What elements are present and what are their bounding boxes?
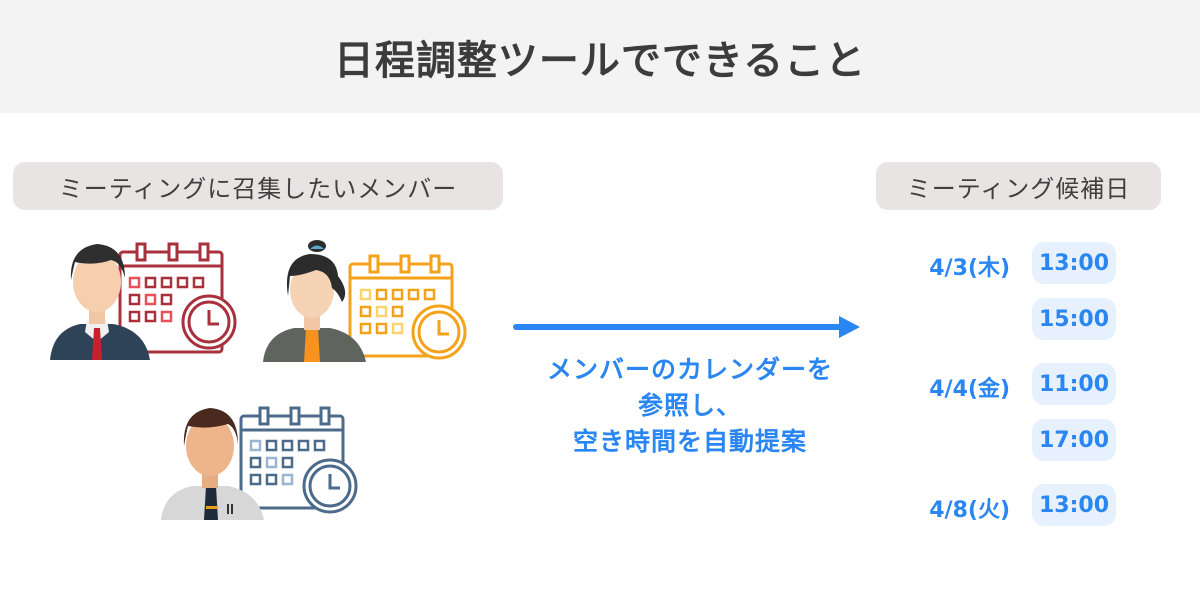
candidate-date: 4/4(金) xyxy=(929,377,1010,402)
time-slot-chip[interactable]: 13:00 xyxy=(1032,242,1116,284)
process-arrow xyxy=(513,315,863,339)
candidates-section-label: ミーティング候補日 xyxy=(876,162,1161,210)
candidate-date: 4/8(火) xyxy=(929,498,1010,523)
header-banner: 日程調整ツールでできること xyxy=(0,0,1200,113)
time-slot-chip[interactable]: 17:00 xyxy=(1032,419,1116,461)
time-slot-chip[interactable]: 13:00 xyxy=(1032,484,1116,526)
description-line-3: 空き時間を自動提案 xyxy=(572,427,807,456)
description-line-1: メンバーのカレンダーを xyxy=(546,355,833,384)
process-description: メンバーのカレンダーを 参照し、 空き時間を自動提案 xyxy=(515,352,865,460)
member-man xyxy=(158,400,358,522)
description-line-2: 参照し、 xyxy=(637,391,742,420)
man-calendar-icon xyxy=(161,406,358,520)
page-title: 日程調整ツールでできること xyxy=(333,37,867,84)
member-businesswoman xyxy=(258,236,473,366)
businesswoman-calendar-icon xyxy=(263,240,467,362)
time-slot-chip[interactable]: 15:00 xyxy=(1032,298,1116,340)
time-slot-chip[interactable]: 11:00 xyxy=(1032,363,1116,405)
businessman-calendar-icon xyxy=(50,242,237,360)
members-section-label: ミーティングに召集したいメンバー xyxy=(13,162,503,210)
arrow-right-icon xyxy=(513,316,860,338)
candidate-date: 4/3(木) xyxy=(929,256,1010,281)
member-businessman xyxy=(45,232,245,362)
